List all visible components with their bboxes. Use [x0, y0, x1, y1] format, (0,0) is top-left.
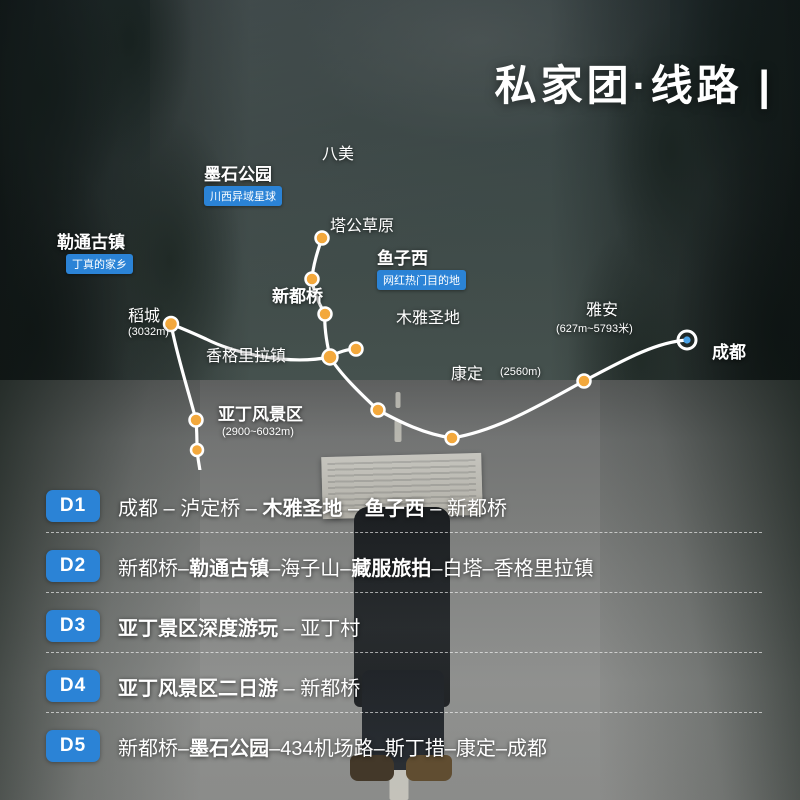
day-text-d4: 亚丁风景区二日游 – 新都桥: [118, 672, 360, 701]
map-sublabel-daocheng: (3032m): [128, 326, 169, 338]
itinerary-divider: [46, 652, 762, 653]
background-road-edge-right: [600, 380, 800, 800]
day-seg: 木雅圣地: [262, 497, 343, 520]
road-dash: [394, 420, 402, 442]
day-badge-d1: D1: [46, 490, 100, 522]
person-legs: [362, 670, 444, 770]
day-seg: –白塔–香格里拉镇: [431, 557, 594, 580]
itinerary-divider: [46, 532, 762, 533]
person-with-newspaper: [310, 452, 490, 800]
route-map: 八美 墨石公园 川西异域星球 塔公草原 勒通古镇 丁真的家乡 鱼子西 网红热门目…: [0, 90, 800, 470]
background-road-edge-left: [0, 380, 200, 800]
day-text-d5: 新都桥–墨石公园–434机场路–斯丁措–康定–成都: [118, 732, 547, 761]
person-shoe-left: [350, 755, 394, 781]
map-label-yaan: 雅安: [586, 302, 619, 319]
map-label-moshi: 墨石公园: [204, 165, 272, 184]
day-seg: 藏服旅拍: [351, 557, 432, 580]
map-label-yuzixi: 鱼子西: [377, 249, 428, 268]
map-sublabel-kangding: (2560m): [500, 366, 541, 378]
day-seg: 亚丁风景区二日游: [118, 677, 278, 700]
itinerary-row-d3[interactable]: D3 亚丁景区深度游玩 – 亚丁村: [46, 600, 762, 652]
map-label-xinduqiao: 新都桥: [272, 287, 323, 306]
map-label-tagong: 塔公草原: [330, 218, 395, 235]
person-shoe-right: [406, 755, 452, 781]
itinerary-divider: [46, 712, 762, 713]
day-text-d3: 亚丁景区深度游玩 – 亚丁村: [118, 612, 360, 641]
map-label-bamei: 八美: [322, 146, 355, 163]
day-badge-d5: D5: [46, 730, 100, 762]
day-text-d1: 成都 – 泸定桥 – 木雅圣地 – 鱼子西 – 新都桥: [118, 492, 507, 521]
map-tag-yuzixi: 网红热门目的地: [377, 270, 466, 290]
map-label-kangding: 康定: [451, 366, 484, 383]
day-seg: 新都桥–: [118, 557, 190, 580]
map-tag-letong: 丁真的家乡: [66, 254, 133, 274]
itinerary-row-d2[interactable]: D2 新都桥–勒通古镇–海子山–藏服旅拍–白塔–香格里拉镇: [46, 540, 762, 592]
day-seg: –: [342, 497, 365, 520]
itinerary-row-d4[interactable]: D4 亚丁风景区二日游 – 新都桥: [46, 660, 762, 712]
day-badge-d4: D4: [46, 670, 100, 702]
itinerary-row-d1[interactable]: D1 成都 – 泸定桥 – 木雅圣地 – 鱼子西 – 新都桥: [46, 480, 762, 532]
itinerary-list: D1 成都 – 泸定桥 – 木雅圣地 – 鱼子西 – 新都桥 D2 新都桥–勒通…: [0, 470, 800, 800]
road-dash: [389, 766, 409, 800]
map-sublabel-yading: (2900~6032m): [222, 426, 294, 438]
page-title: 私家团·线路 |: [494, 62, 774, 109]
map-label-chengdu: 成都: [712, 343, 746, 362]
map-label-xianggelila: 香格里拉镇: [206, 348, 287, 365]
day-seg: 鱼子西: [364, 497, 425, 520]
day-seg: 成都 – 泸定桥 –: [118, 497, 263, 520]
map-nodes: [162, 230, 698, 458]
map-tag-moshi: 川西异域星球: [204, 186, 282, 206]
map-label-muya: 木雅圣地: [396, 310, 461, 327]
day-seg: – 亚丁村: [278, 617, 361, 640]
day-seg: – 新都桥: [424, 497, 507, 520]
map-label-yading: 亚丁风景区: [218, 405, 303, 424]
day-seg: – 新都桥: [278, 677, 361, 700]
day-badge-d2: D2: [46, 550, 100, 582]
map-label-daocheng: 稻城: [128, 308, 161, 325]
map-label-letong: 勒通古镇: [57, 233, 125, 252]
day-badge-d3: D3: [46, 610, 100, 642]
day-text-d2: 新都桥–勒通古镇–海子山–藏服旅拍–白塔–香格里拉镇: [118, 552, 594, 581]
road-dash: [395, 392, 401, 408]
itinerary-divider: [46, 592, 762, 593]
day-seg: 勒通古镇: [189, 557, 270, 580]
day-seg: 墨石公园: [189, 737, 270, 760]
day-seg: 新都桥–: [118, 737, 190, 760]
itinerary-row-d5[interactable]: D5 新都桥–墨石公园–434机场路–斯丁措–康定–成都: [46, 720, 762, 772]
day-seg: –海子山–: [269, 557, 352, 580]
day-seg: –434机场路–斯丁措–康定–成都: [269, 737, 547, 760]
map-sublabel-yaan: (627m~5793米): [556, 323, 633, 335]
route-lines: [162, 230, 698, 470]
day-seg: 亚丁景区深度游玩: [118, 617, 278, 640]
